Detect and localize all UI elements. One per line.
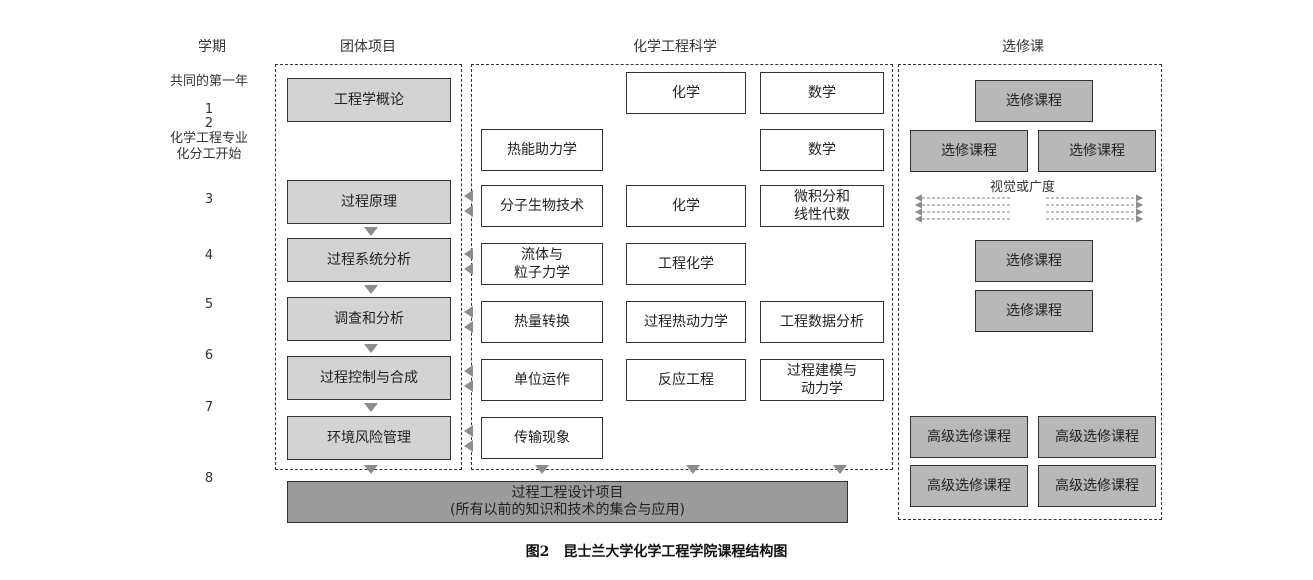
semester-specialty-line1: 化学工程专业	[169, 131, 248, 146]
course-molecular-biotech: 分子生物技术	[481, 185, 603, 227]
figure-caption: 图2 昆士兰大学化学工程学院课程结构图	[525, 544, 788, 560]
semester-specialty-line2: 化分工开始	[176, 147, 242, 162]
course-fluid-line1: 流体与	[521, 247, 563, 263]
course-calculus-line1: 微积分和	[794, 189, 850, 205]
left-arrow-icon	[464, 248, 473, 260]
down-arrow-icon	[833, 465, 847, 474]
left-arrow-icon	[464, 425, 473, 437]
advanced-elective-1: 高级选修课程	[910, 416, 1028, 458]
left-arrow-icon	[464, 365, 473, 377]
elective-course-1: 选修课程	[975, 80, 1093, 122]
course-process-control-synthesis: 过程控制与合成	[287, 356, 451, 400]
breadth-arrows-icon	[914, 194, 1144, 223]
elective-course-5: 选修课程	[975, 290, 1093, 332]
left-arrow-icon	[464, 306, 473, 318]
vision-or-breadth-label: 视觉或广度	[990, 180, 1056, 195]
team-project-header: 团体项目	[340, 39, 396, 55]
down-arrow-icon	[364, 465, 378, 474]
course-transport-phenomena: 传输现象	[481, 417, 603, 459]
chem-eng-science-header: 化学工程科学	[633, 39, 717, 55]
left-arrow-icon	[464, 440, 473, 452]
course-chemistry-1: 化学	[626, 72, 746, 114]
course-math-2: 数学	[760, 129, 884, 171]
course-modeling-line1: 过程建模与	[787, 363, 857, 379]
elective-course-4: 选修课程	[975, 240, 1093, 282]
semester-header: 学期	[198, 39, 226, 55]
course-reaction-engineering: 反应工程	[626, 359, 746, 401]
semester-5: 5	[204, 297, 214, 312]
capstone-design-project: 过程工程设计项目 (所有以前的知识和技术的集合与应用)	[287, 481, 848, 523]
left-arrow-icon	[464, 205, 473, 217]
course-unit-operations: 单位运作	[481, 359, 603, 401]
left-arrow-icon	[464, 190, 473, 202]
course-env-risk-management: 环境风险管理	[287, 416, 451, 460]
semester-common-first-year: 共同的第一年	[169, 74, 248, 89]
electives-header: 选修课	[1002, 39, 1044, 55]
course-engineering-data-analysis: 工程数据分析	[760, 301, 884, 343]
course-process-modeling-dynamics: 过程建模与 动力学	[760, 359, 884, 401]
course-calculus-linear-algebra: 微积分和 线性代数	[760, 185, 884, 227]
down-arrow-icon	[364, 344, 378, 353]
course-engineering-chemistry: 工程化学	[626, 243, 746, 285]
course-modeling-line2: 动力学	[801, 381, 843, 397]
course-process-systems-analysis: 过程系统分析	[287, 238, 451, 282]
down-arrow-icon	[364, 227, 378, 236]
course-intro-engineering: 工程学概论	[287, 78, 451, 122]
course-calculus-line2: 线性代数	[794, 207, 850, 223]
semester-7: 7	[204, 400, 214, 415]
semester-8: 8	[204, 471, 214, 486]
course-process-thermodynamics: 过程热动力学	[626, 301, 746, 343]
left-arrow-icon	[464, 263, 473, 275]
advanced-elective-3: 高级选修课程	[910, 465, 1028, 507]
advanced-elective-2: 高级选修课程	[1038, 416, 1156, 458]
course-process-principles: 过程原理	[287, 180, 451, 224]
course-chemistry-2: 化学	[626, 185, 746, 227]
left-arrow-icon	[464, 321, 473, 333]
semester-3: 3	[204, 192, 214, 207]
down-arrow-icon	[364, 403, 378, 412]
course-fluid-line2: 粒子力学	[514, 265, 570, 281]
capstone-line2: (所有以前的知识和技术的集合与应用)	[450, 502, 685, 518]
down-arrow-icon	[535, 465, 549, 474]
course-investigation-analysis: 调查和分析	[287, 297, 451, 341]
semester-6: 6	[204, 348, 214, 363]
elective-course-2: 选修课程	[910, 130, 1028, 172]
capstone-line1: 过程工程设计项目	[511, 485, 624, 501]
semester-4: 4	[204, 248, 214, 263]
course-heat-transfer: 热量转换	[481, 301, 603, 343]
down-arrow-icon	[364, 285, 378, 294]
semester-1: 1	[204, 102, 214, 117]
course-thermo-power: 热能助力学	[481, 129, 603, 171]
course-fluid-particle-mechanics: 流体与 粒子力学	[481, 243, 603, 285]
advanced-elective-4: 高级选修课程	[1038, 465, 1156, 507]
course-math-1: 数学	[760, 72, 884, 114]
down-arrow-icon	[686, 465, 700, 474]
semester-2: 2	[204, 116, 214, 131]
electives-group	[898, 64, 1162, 520]
elective-course-3: 选修课程	[1038, 130, 1156, 172]
left-arrow-icon	[464, 380, 473, 392]
